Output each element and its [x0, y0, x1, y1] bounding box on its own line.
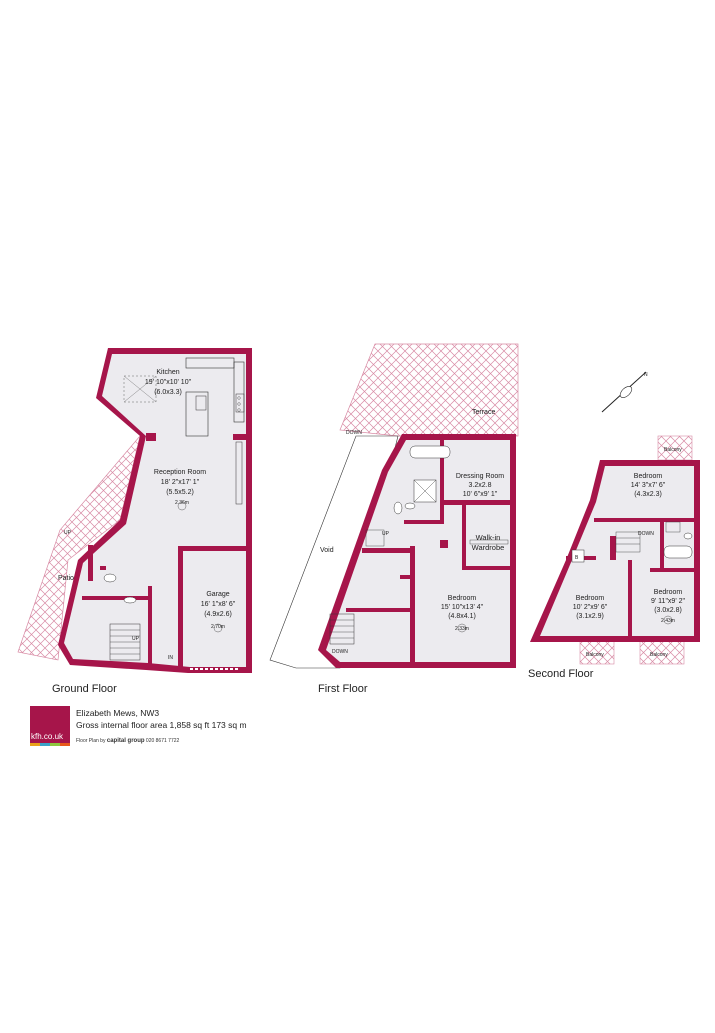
ground-floor-interior: [64, 354, 246, 667]
garage-name: Garage: [206, 591, 229, 598]
first-bedroom-metric: (4.8x4.1): [448, 613, 476, 620]
first-bedroom-height: 2.33m: [455, 626, 469, 632]
second-bedroom-left-metric: (3.1x2.9): [576, 613, 604, 620]
walkin-line2: Wardrobe: [472, 543, 505, 552]
first-floor-stairs: [329, 529, 385, 645]
property-address: Elizabeth Mews, NW3: [76, 708, 160, 718]
second-bedroom-top-metric: (4.3x2.3): [634, 491, 662, 498]
dressing-metric: 3.2x2.8: [469, 482, 492, 489]
patio-up-label: UP: [64, 530, 72, 536]
second-bedroom-left-imperial: 10' 2"x9' 6": [573, 604, 608, 611]
garage-metric: (4.9x2.6): [204, 611, 232, 618]
credit-prefix: Floor Plan by: [76, 738, 106, 744]
kfh-logo[interactable]: kfh.co.uk: [30, 706, 70, 746]
floor-area: Gross internal floor area 1,858 sq ft 17…: [76, 720, 247, 730]
ground-floor-plan: Kitchen 19' 10"x10' 10" (6.0x3.3) Recept…: [17, 348, 252, 695]
second-bedroom-top-name: Bedroom: [634, 473, 663, 480]
balcony-top-label: Balcony: [664, 447, 682, 453]
void-label: Void: [320, 547, 334, 554]
second-bedroom-right-name: Bedroom: [654, 589, 683, 596]
footer: kfh.co.uk Elizabeth Mews, NW3 Gross inte…: [30, 706, 450, 766]
kitchen-name: Kitchen: [156, 369, 179, 376]
ground-in-label: IN: [168, 655, 173, 661]
second-bedroom-right-height: 2.43m: [661, 618, 675, 624]
north-label: N: [644, 372, 648, 378]
second-floor-plan: N Balcony Balcony Balcony DOWN B Bedroom: [528, 371, 700, 680]
ground-stairs: [109, 623, 141, 661]
balcony-bottom-left: [579, 639, 615, 665]
dressing-name: Dressing Room: [456, 473, 504, 480]
second-bedroom-top-imperial: 14' 3"x7' 6": [631, 482, 666, 489]
second-floor-title: Second Floor: [528, 668, 594, 680]
first-down-label-top: DOWN: [346, 430, 362, 436]
second-bedroom-left-name: Bedroom: [576, 595, 605, 602]
ground-floor-title: Ground Floor: [52, 683, 117, 695]
second-floor-interior: [540, 466, 694, 636]
balcony-bottom-right: [639, 639, 685, 665]
second-bedroom-right-imperial: 9' 11"x9' 2": [651, 598, 685, 605]
dressing-imperial: 10' 6"x9' 1": [463, 491, 498, 498]
ground-stair-up-label: UP: [132, 636, 140, 642]
walkin-line1: Walk-in: [476, 533, 501, 542]
floor-plan-credit: Floor Plan by capital group 020 8671 772…: [76, 738, 179, 744]
first-bedroom-imperial: 15' 10"x13' 4": [441, 604, 484, 611]
patio-label: Patio: [58, 575, 74, 582]
reception-height: 2.36m: [175, 500, 189, 506]
kitchen-metric: (6.0x3.3): [154, 389, 182, 396]
north-compass: N: [601, 371, 648, 413]
terrace-label: Terrace: [472, 409, 495, 416]
kitchen-imperial: 19' 10"x10' 10": [145, 379, 192, 386]
first-down-label-bottom: DOWN: [332, 649, 348, 655]
first-floor-interior: [326, 440, 510, 662]
first-up-label: UP: [382, 531, 390, 537]
logo-text: kfh.co.uk: [31, 732, 64, 741]
reception-name: Reception Room: [154, 469, 206, 476]
first-floor-plan: Terrace DOWN Void UP DOWN Dressing Room …: [269, 343, 519, 695]
garage-height: 2.70m: [211, 624, 225, 630]
reception-metric: (5.5x5.2): [166, 489, 194, 496]
credit-brand: capital group: [106, 738, 145, 744]
second-down-label: DOWN: [638, 531, 654, 537]
garage-imperial: 16' 1"x8' 6": [201, 601, 236, 608]
logo-stripe: [30, 743, 70, 746]
first-bedroom-name: Bedroom: [448, 595, 477, 602]
terrace-area: [339, 343, 519, 437]
second-bedroom-right-metric: (3.0x2.8): [654, 607, 682, 614]
balcony-right-label: Balcony: [650, 652, 668, 658]
boiler-label: B: [575, 555, 579, 561]
first-floor-title: First Floor: [318, 683, 368, 695]
reception-imperial: 18' 2"x17' 1": [161, 479, 200, 486]
balcony-top: [657, 435, 693, 461]
balcony-left-label: Balcony: [586, 652, 604, 658]
credit-phone: 020 8671 7722: [145, 738, 180, 744]
void-area: [269, 435, 399, 669]
